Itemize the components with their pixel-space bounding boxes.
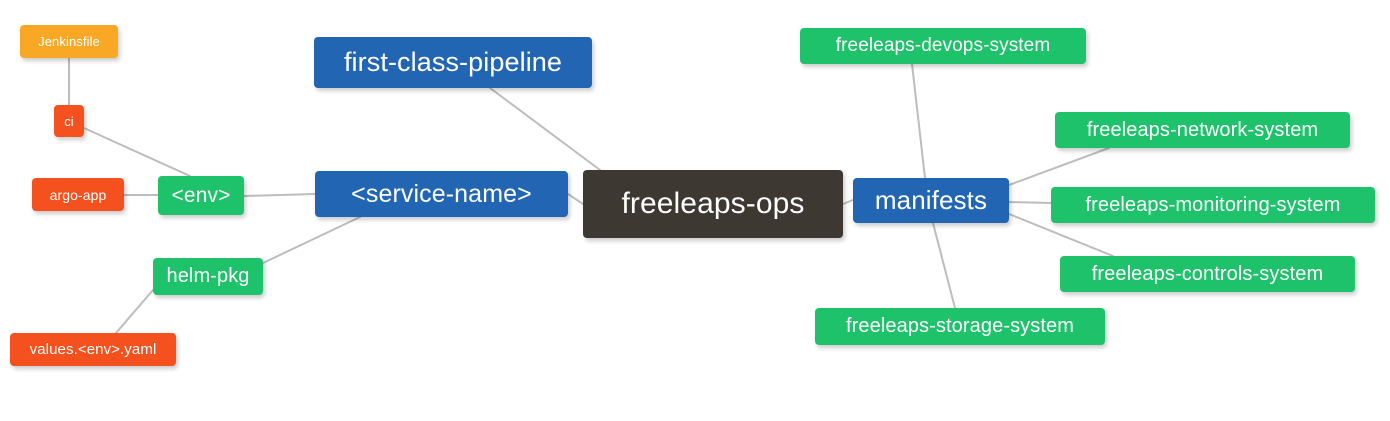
- edge-freeleaps-ops-to-first-class-pipeline: [489, 87, 601, 171]
- edge-freeleaps-ops-to-service-name: [567, 193, 584, 205]
- node-freeleaps-devops-system[interactable]: freeleaps-devops-system: [800, 28, 1086, 64]
- edge-manifests-to-freeleaps-monitoring-system: [1008, 201, 1052, 204]
- edge-manifests-to-freeleaps-network-system: [1008, 147, 1110, 186]
- node-argo-app[interactable]: argo-app: [32, 178, 124, 211]
- node-freeleaps-storage-system[interactable]: freeleaps-storage-system: [815, 308, 1105, 345]
- node-manifests[interactable]: manifests: [853, 178, 1009, 223]
- node-helm-pkg[interactable]: helm-pkg: [153, 258, 263, 295]
- node-first-class-pipeline[interactable]: first-class-pipeline: [314, 37, 592, 88]
- node-freeleaps-ops[interactable]: freeleaps-ops: [583, 170, 843, 238]
- node-values-yaml[interactable]: values.<env>.yaml: [10, 333, 176, 366]
- edge-manifests-to-freeleaps-devops-system: [911, 63, 926, 179]
- node-freeleaps-monitoring-system[interactable]: freeleaps-monitoring-system: [1051, 187, 1375, 223]
- edge-manifests-to-freeleaps-controls-system: [1008, 213, 1114, 257]
- edge-env-to-ci: [83, 127, 191, 177]
- node-ci[interactable]: ci: [54, 105, 84, 137]
- node-jenkinsfile[interactable]: Jenkinsfile: [20, 25, 118, 58]
- node-freeleaps-controls-system[interactable]: freeleaps-controls-system: [1060, 256, 1355, 292]
- edge-service-name-to-env: [243, 193, 316, 197]
- edge-manifests-to-freeleaps-storage-system: [932, 222, 956, 309]
- edge-helm-pkg-to-values-yaml: [115, 289, 154, 334]
- edge-service-name-to-helm-pkg: [262, 216, 361, 264]
- node-env[interactable]: <env>: [158, 176, 244, 215]
- node-service-name[interactable]: <service-name>: [315, 171, 568, 217]
- node-freeleaps-network-system[interactable]: freeleaps-network-system: [1055, 112, 1350, 148]
- edge-freeleaps-ops-to-manifests: [842, 199, 854, 205]
